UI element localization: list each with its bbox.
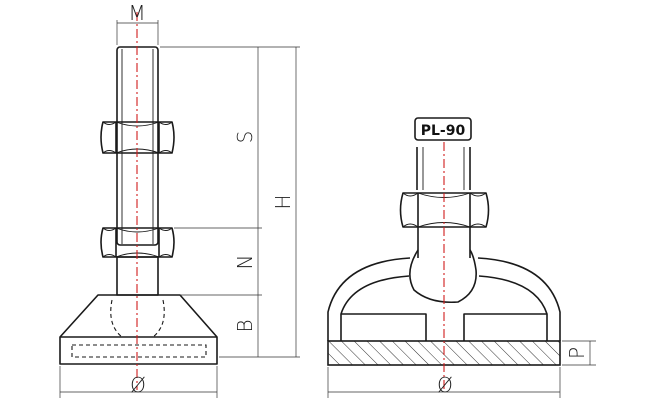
dim-label-diameter-right: Ø: [437, 373, 453, 397]
dimension-diameter-left: Ø: [59, 366, 218, 398]
dim-label-diameter-left: Ø: [130, 373, 146, 397]
upper-hex-nut: [100, 121, 175, 154]
left-base: [59, 294, 218, 365]
vertical-dimensions: S N B H: [160, 46, 300, 358]
dimension-m: M: [116, 1, 159, 45]
dimension-diameter-right: Ø: [327, 367, 561, 398]
right-hex-nut: [399, 192, 490, 228]
model-tag: PL-90: [414, 117, 472, 141]
right-neck: [417, 227, 471, 258]
lower-hex-nut: [100, 227, 175, 258]
housing-arch: [327, 249, 561, 341]
left-view: M S N B H Ø: [59, 1, 300, 398]
dim-label-b: B: [233, 319, 257, 332]
dim-label-m: M: [128, 1, 145, 25]
dim-label-s: S: [233, 131, 257, 144]
dimension-p: P: [562, 340, 596, 366]
right-view: PL-90: [327, 117, 596, 398]
dim-label-n: N: [233, 255, 257, 270]
model-tag-text: PL-90: [421, 123, 466, 139]
right-stud: [416, 147, 471, 190]
dim-label-p: P: [565, 347, 589, 359]
dim-label-h: H: [271, 194, 295, 209]
